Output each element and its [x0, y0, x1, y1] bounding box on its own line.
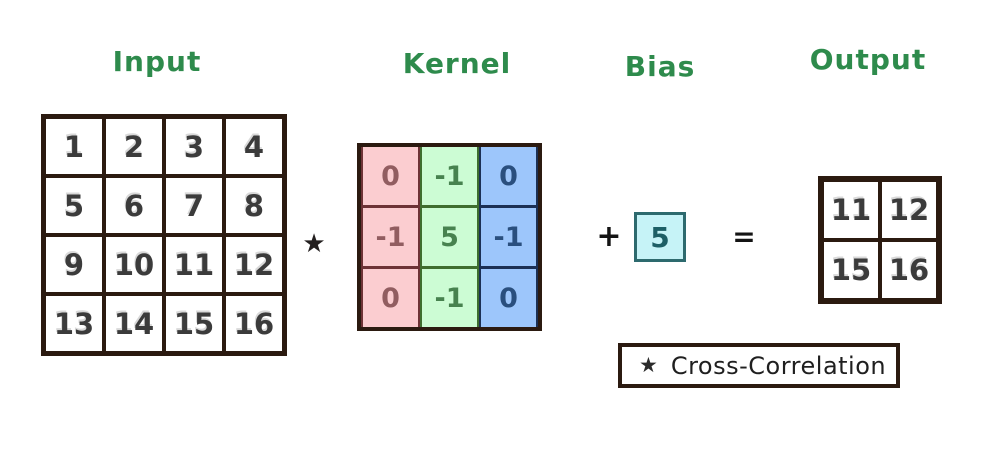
bias-value-box: 5: [634, 212, 686, 262]
input-cell: 15: [166, 296, 222, 351]
kernel-cell: -1: [422, 147, 477, 205]
input-cell: 2: [106, 119, 162, 174]
input-cell: 4: [226, 119, 282, 174]
input-cell: 10: [106, 237, 162, 292]
plus-operator: +: [596, 219, 622, 254]
output-cell: 16: [882, 242, 936, 298]
kernel-cell: -1: [363, 208, 418, 266]
output-grid: 11 12 15 16: [818, 176, 942, 304]
kernel-cell: 0: [481, 269, 536, 327]
input-cell: 3: [166, 119, 222, 174]
legend-box: ★ Cross-Correlation: [618, 343, 900, 388]
star-icon: ★: [639, 353, 658, 377]
kernel-cell: 0: [363, 147, 418, 205]
output-cell: 15: [824, 242, 878, 298]
input-cell: 14: [106, 296, 162, 351]
cross-correlation-star-icon: ★: [302, 229, 326, 259]
kernel-column-blue: 0 -1 0: [479, 147, 538, 327]
input-title: Input: [112, 45, 202, 78]
kernel-cell: 5: [422, 208, 477, 266]
output-title: Output: [809, 43, 927, 76]
kernel-grid: 0 -1 0 -1 5 -1 0 -1 0: [357, 143, 542, 331]
input-cell: 16: [226, 296, 282, 351]
kernel-cell: 0: [481, 147, 536, 205]
kernel-cell: 0: [363, 269, 418, 327]
kernel-column-green: -1 5 -1: [420, 147, 479, 327]
kernel-cell: -1: [422, 269, 477, 327]
equals-operator: =: [732, 220, 756, 253]
input-cell: 13: [46, 296, 102, 351]
input-grid: 1 2 3 4 5 6 7 8 9 10 11 12 13 14 15 16: [41, 114, 287, 356]
output-cell: 11: [824, 182, 878, 238]
input-cell: 1: [46, 119, 102, 174]
output-cell: 12: [882, 182, 936, 238]
kernel-cell: -1: [481, 208, 536, 266]
kernel-column-red: 0 -1 0: [361, 147, 420, 327]
kernel-title: Kernel: [402, 47, 512, 80]
input-cell: 12: [226, 237, 282, 292]
legend-label: Cross-Correlation: [670, 351, 887, 380]
input-cell: 8: [226, 178, 282, 233]
input-cell: 5: [46, 178, 102, 233]
bias-title: Bias: [624, 50, 696, 83]
input-cell: 6: [106, 178, 162, 233]
input-cell: 9: [46, 237, 102, 292]
input-cell: 11: [166, 237, 222, 292]
input-cell: 7: [166, 178, 222, 233]
